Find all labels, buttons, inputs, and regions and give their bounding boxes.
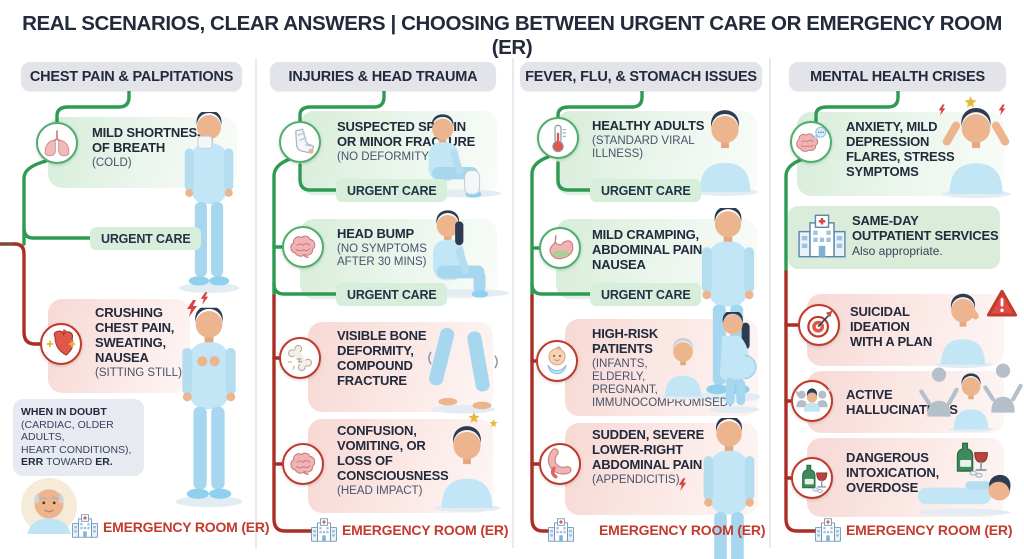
page-title: REAL SCENARIOS, CLEAR ANSWERS | CHOOSING… [22, 12, 1002, 59]
column-divider [255, 58, 257, 548]
scenario-note: (COLD) [92, 157, 132, 169]
scenario-title: MILD SHORTNESS OF BREATH [92, 125, 206, 155]
brain-thought-icon [790, 121, 832, 163]
scenario-title: SUDDEN, SEVERE LOWER-RIGHT ABDOMINAL PAI… [592, 427, 705, 472]
callout-er: ER. [95, 456, 113, 468]
callout-tail [62, 465, 76, 476]
heart-icon [40, 323, 82, 365]
scenario-note: (APPENDICITIS) [592, 474, 680, 486]
hospital-icon [815, 518, 841, 542]
column-divider [512, 58, 514, 548]
column-divider [769, 58, 771, 548]
pain-bolt-icon [186, 300, 198, 317]
hospital-icon [311, 518, 337, 542]
stomach-icon [539, 227, 581, 269]
illustration-man-sneezing [173, 112, 245, 294]
hallucination-icon [791, 380, 833, 422]
illustration-distressed-man [928, 292, 998, 368]
scenario-panel-bone-deformity [308, 322, 493, 412]
hospital-icon [548, 518, 574, 542]
dizzy-star-icon [489, 419, 498, 428]
warning-icon [985, 287, 1019, 321]
illustration-elderly-man [655, 322, 711, 414]
scenario-note: (NO SYMPTOMS AFTER 30 MINS) [337, 243, 427, 268]
illustration-man-abdominal-pain [692, 418, 766, 518]
target-icon [798, 304, 840, 346]
scenario-note: (HEAD IMPACT) [337, 485, 423, 497]
scenario-title: CONFUSION, VOMITING, OR LOSS OF CONSCIOU… [337, 423, 449, 483]
baby-icon [536, 340, 578, 382]
callout-toward: TOWARD [46, 456, 93, 468]
bottles-icon [791, 457, 833, 499]
bone-icon [279, 337, 321, 379]
illustration-dizzy-man [428, 424, 506, 512]
brain-icon [282, 226, 324, 268]
emergency-room-label: EMERGENCY ROOM (ER) [103, 519, 270, 535]
illustration-woman-sitting [422, 210, 514, 298]
hospital-icon [72, 514, 98, 538]
thermometer-icon [537, 117, 579, 159]
scenario-title: SUICIDAL IDEATION WITH A PLAN [850, 304, 933, 349]
stress-mark-icon [964, 96, 977, 109]
scenario-note: (SITTING STILL) [95, 367, 182, 379]
stress-bolt-icon [938, 104, 946, 116]
callout-heading: WHEN IN DOUBT [21, 406, 107, 418]
illustration-man-stomach-ache [690, 208, 766, 310]
column-header-chest-pain: CHEST PAIN & PALPITATIONS [21, 62, 242, 91]
illustration-pregnant-woman [706, 312, 764, 414]
scenario-title: HEALTHY ADULTS [592, 118, 705, 133]
illustration-person-leg-cast [418, 114, 506, 198]
scenario-note: (STANDARD VIRAL ILLNESS) [592, 135, 695, 160]
urgent-care-badge: URGENT CARE [590, 179, 702, 202]
column-header-injuries: INJURIES & HEAD TRAUMA [270, 62, 496, 91]
elderly-man-avatar [21, 478, 77, 534]
pain-bolt-icon [200, 292, 209, 305]
appendix-icon [539, 443, 581, 485]
emergency-room-label: EMERGENCY ROOM (ER) [342, 522, 509, 538]
outpatient-title: SAME-DAY OUTPATIENT SERVICES [852, 213, 999, 243]
scenario-title: ANXIETY, MILD DEPRESSION FLARES, STRESS … [846, 119, 955, 179]
when-in-doubt-callout: WHEN IN DOUBT (CARDIAC, OLDER ADULTS, HE… [13, 399, 144, 476]
urgent-care-badge: URGENT CARE [90, 227, 202, 250]
dizzy-star-icon [468, 412, 480, 424]
outpatient-note: Also appropriate. [852, 244, 943, 258]
illustration-man-chest-pain [170, 300, 248, 516]
callout-err: ERR [21, 456, 44, 468]
scenario-title: VISIBLE BONE DEFORMITY, COMPOUND FRACTUR… [337, 328, 427, 388]
sprain-icon [279, 121, 321, 163]
urgent-care-badge: URGENT CARE [336, 283, 448, 306]
urgent-care-badge: URGENT CARE [336, 179, 448, 202]
stress-bolt-icon [998, 104, 1006, 116]
scenario-title: CRUSHING CHEST PAIN, SWEATING, NAUSEA [95, 305, 175, 365]
emergency-room-label: EMERGENCY ROOM (ER) [846, 522, 1013, 538]
illustration-stressed-man [934, 106, 1018, 198]
lungs-icon [36, 122, 78, 164]
emergency-room-label: EMERGENCY ROOM (ER) [599, 522, 766, 538]
scenario-note: (INFANTS, ELDERLY, PREGNANT, IMMUNOCOMPR… [592, 358, 732, 409]
illustration-passed-out-man [912, 462, 1018, 517]
callout-body: (CARDIAC, OLDER ADULTS, HEART CONDITIONS… [21, 418, 132, 456]
pain-bolt-icon [678, 478, 687, 491]
scenario-title: MILD CRAMPING, ABDOMINAL PAIN, NAUSEA [592, 227, 706, 272]
hospital-icon [798, 214, 846, 258]
scenario-title: HEAD BUMP [337, 226, 414, 241]
urgent-care-badge: URGENT CARE [590, 283, 702, 306]
column-header-mental-health: MENTAL HEALTH CRISES [789, 62, 1006, 91]
scenario-note: (NO DEFORMITY) [337, 151, 433, 163]
illustration-man-hallucinating [944, 372, 998, 432]
brain-icon [282, 443, 324, 485]
illustration-injured-legs [425, 324, 501, 414]
column-header-fever-flu: FEVER, FLU, & STOMACH ISSUES [520, 62, 762, 91]
scenario-title: DANGEROUS INTOXICATION, OVERDOSE [846, 450, 939, 495]
scenario-title: HIGH-RISK PATIENTS [592, 326, 659, 356]
